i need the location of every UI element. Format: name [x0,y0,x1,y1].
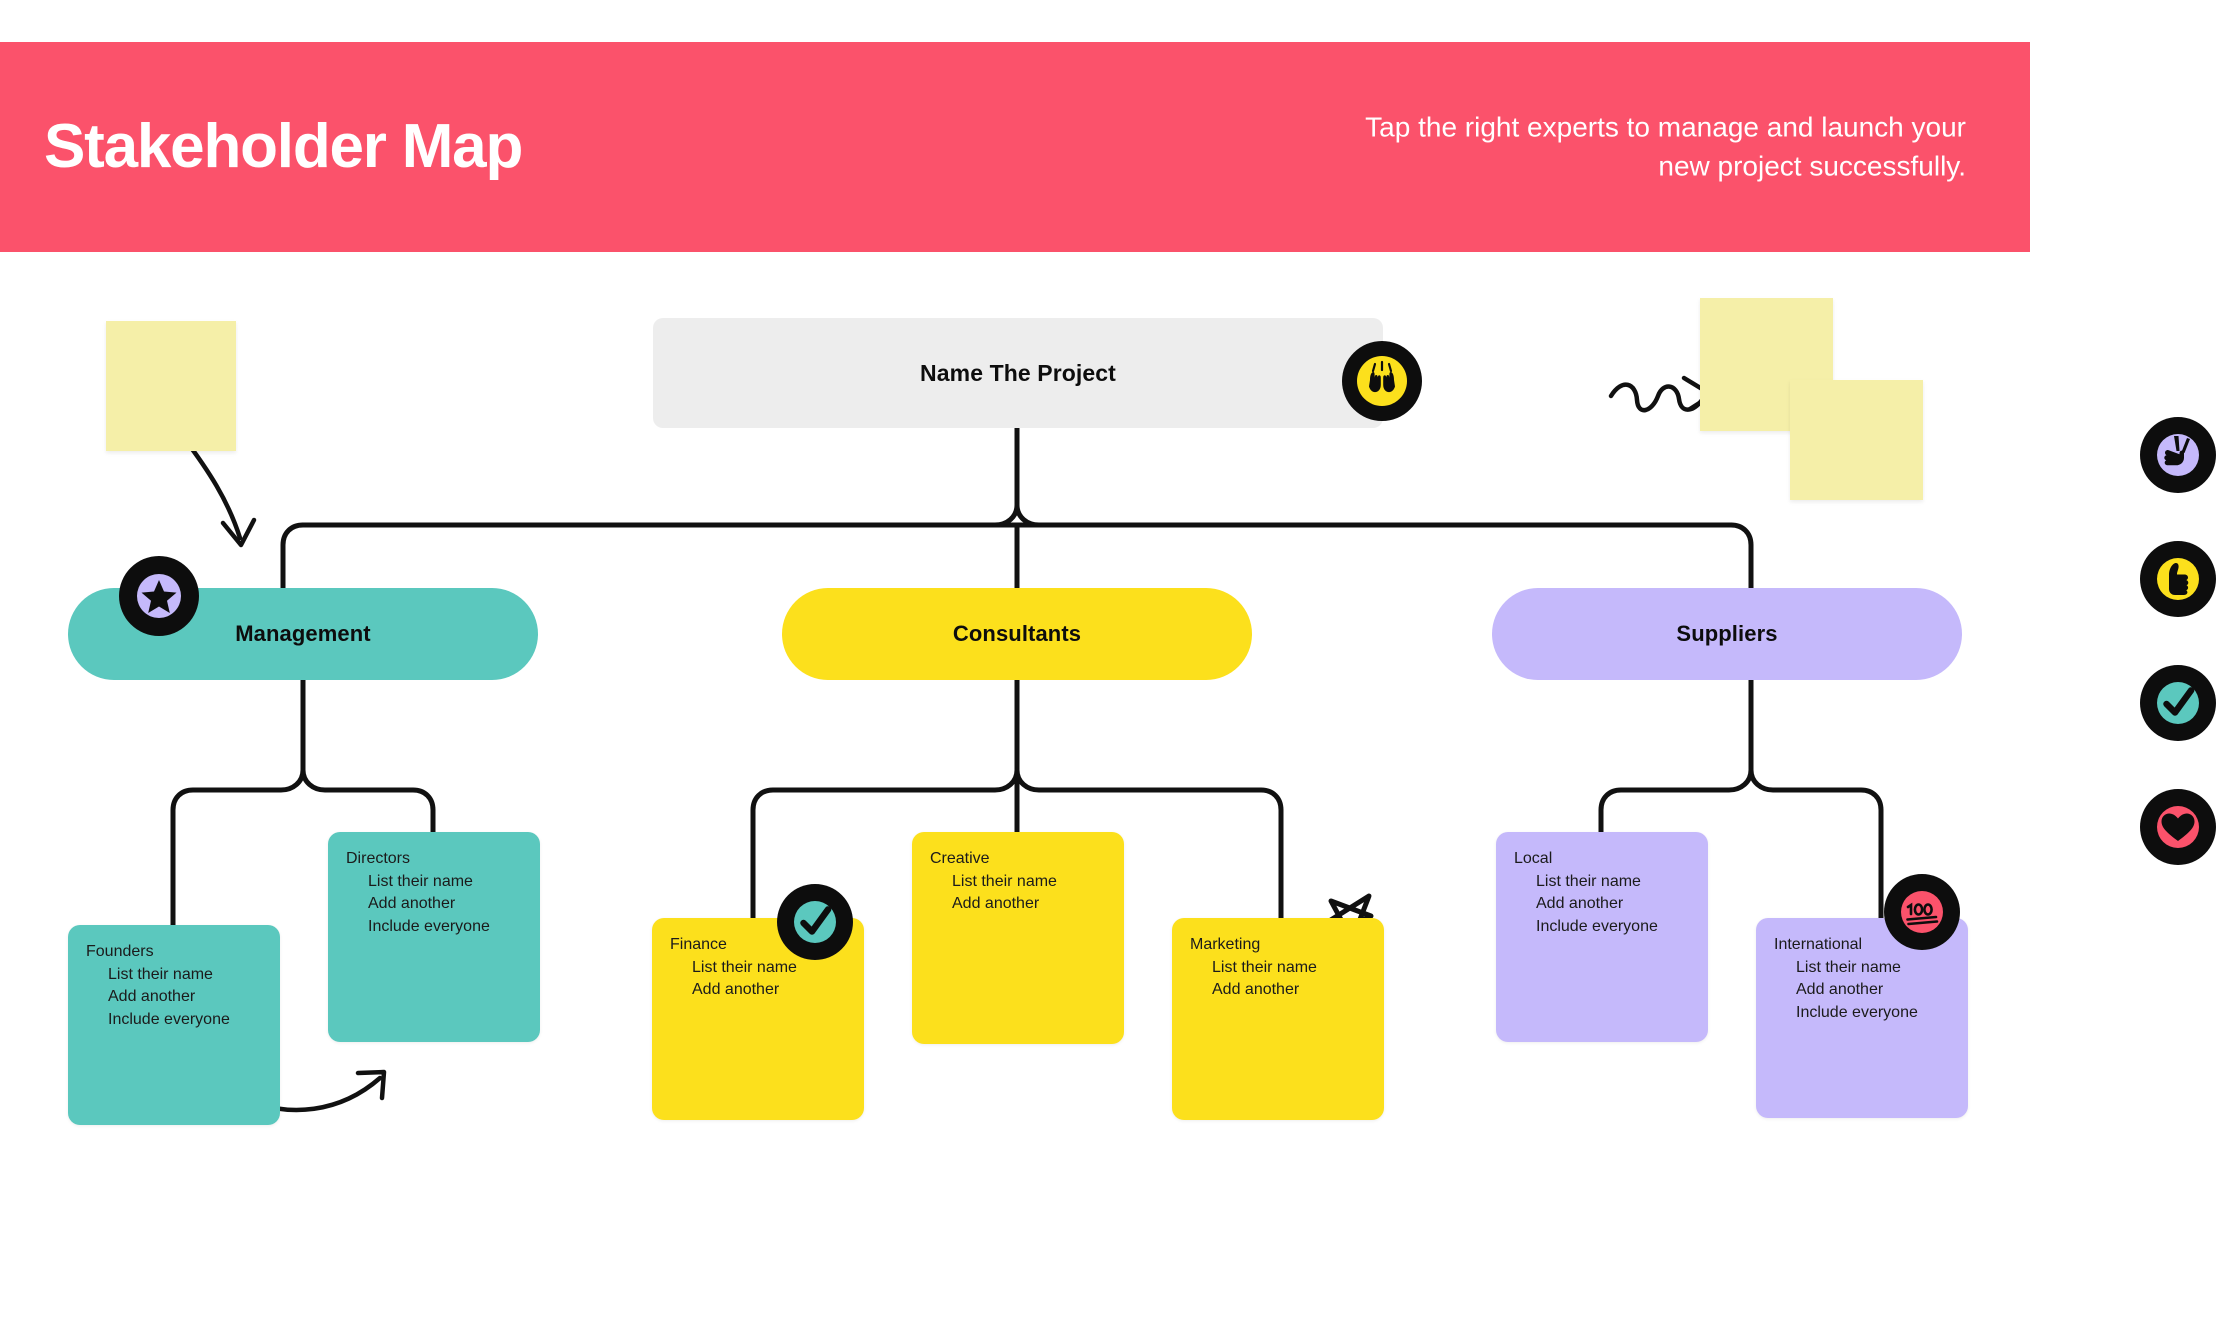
note-item: Add another [108,988,196,1006]
note-item: Add another [1536,895,1624,913]
branch-label-consultants: Consultants [952,621,1082,646]
note-items: List their name Add another [1190,957,1366,1002]
note-items: List their name Add another Include ever… [1774,957,1950,1025]
check-badge-icon[interactable] [777,884,853,960]
branch-pill-suppliers[interactable]: Suppliers [1492,588,1962,680]
branch-label-suppliers: Suppliers [1676,621,1778,646]
note-title: International [1774,936,1863,953]
note-item: Include everyone [368,918,490,936]
note-item: List their name [1796,958,1901,976]
note-card[interactable]: Creative List their name Add another [912,832,1124,1044]
sticker-rail [2140,417,2216,913]
root-node-name-the-project[interactable]: Name The Project [653,318,1383,428]
connector-suppliers-to-local [1598,767,1754,835]
decor-sticky-note-bottom[interactable] [1790,380,1923,500]
header-subtitle: Tap the right experts to manage and laun… [1365,111,1966,181]
note-item: List their name [108,965,213,983]
note-items: List their name Add another Include ever… [1514,871,1690,939]
note-card[interactable]: Directors List their name Add another In… [328,832,540,1042]
check-mark-sticker[interactable] [2140,665,2216,741]
curved-arrow-down [181,435,243,541]
note-item: Add another [1796,981,1884,999]
note-title: Marketing [1190,936,1261,953]
connector-trunk-join-left [992,502,1020,528]
branch-label-management: Management [235,621,371,646]
note-card[interactable]: Founders List their name Add another Inc… [68,925,280,1125]
note-card[interactable]: Local List their name Add another Includ… [1496,832,1708,1042]
note-item: List their name [692,958,797,976]
root-node-label: Name The Project [920,359,1116,386]
note-title: Founders [86,943,154,960]
thumbs-up-sticker[interactable] [2140,541,2216,617]
note-item: Add another [1212,981,1300,999]
connector-to-suppliers [1728,522,1754,591]
header-banner: Stakeholder Map Tap the right experts to… [0,42,2030,252]
note-item: Add another [692,981,780,999]
connector-management-to-directors [300,767,436,835]
hundred-badge-icon[interactable] [1884,874,1960,950]
star-badge-icon[interactable] [119,556,199,636]
note-title: Creative [930,850,990,867]
note-items: List their name Add another Include ever… [346,871,522,939]
squiggle-arrow-right [1608,382,1705,413]
note-item: Include everyone [1536,918,1658,936]
note-card[interactable]: International List their name Add anothe… [1756,918,1968,1118]
connector-suppliers-to-international [1748,767,1884,921]
note-item: Add another [368,895,456,913]
note-item: List their name [1536,872,1641,890]
note-item: List their name [952,872,1057,890]
note-item: List their name [1212,958,1317,976]
note-item: Include everyone [1796,1004,1918,1022]
connector-to-management [280,522,306,591]
note-item: List their name [368,872,473,890]
note-item: Add another [952,895,1040,913]
connector-trunk-join-right [1014,502,1042,528]
note-title: Directors [346,850,411,867]
note-item: Include everyone [108,1011,230,1029]
branch-pill-consultants[interactable]: Consultants [782,588,1252,680]
note-title: Local [1514,850,1553,867]
connector-management-to-founders [170,767,306,928]
note-items: List their name Add another [930,871,1106,916]
decor-sticky-note-left[interactable] [106,321,236,451]
curved-arrow-down-head [220,517,257,548]
double-curve-arrow-head-right [355,1069,387,1101]
note-items: List their name Add another [670,957,846,1002]
page-title: Stakeholder Map [44,112,523,181]
note-card[interactable]: Marketing List their name Add another [1172,918,1384,1120]
note-title: Finance [670,936,727,953]
raised-hands-icon[interactable] [1342,341,1422,421]
heart-sticker[interactable] [2140,789,2216,865]
note-items: List their name Add another Include ever… [86,964,262,1032]
peace-sign-sticker[interactable] [2140,417,2216,493]
